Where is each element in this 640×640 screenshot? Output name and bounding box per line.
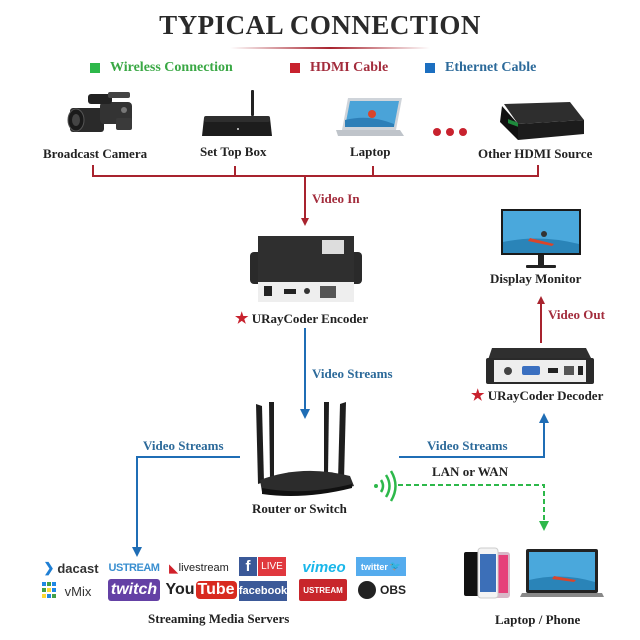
- decoder-icon: [486, 348, 594, 384]
- legend-swatch-ethernet: [425, 63, 435, 73]
- monitor-icon: [501, 209, 581, 268]
- router-label: Router or Switch: [252, 501, 347, 516]
- logo-twitch: twitch: [108, 579, 160, 601]
- label-lan-or-wan: LAN or WAN: [432, 464, 509, 479]
- logo-ustream: USTREAM: [108, 562, 160, 574]
- vmix-grid-icon: [42, 582, 56, 598]
- legend-label-wireless: Wireless Connection: [110, 60, 233, 75]
- legend-label-ethernet: Ethernet Cable: [445, 60, 537, 75]
- clients-label: Laptop / Phone: [495, 612, 581, 627]
- video-camera-icon: [67, 92, 132, 132]
- router-to-servers-arrow: [132, 456, 240, 557]
- logo-facebook: facebook: [239, 581, 287, 601]
- router-icon: [256, 402, 354, 496]
- display-monitor-label: Display Monitor: [490, 271, 582, 286]
- legend-label-hdmi: HDMI Cable: [310, 60, 389, 75]
- logo-vimeo: vimeo: [302, 558, 346, 576]
- more-dots-icon: [433, 128, 467, 136]
- set-top-box: [200, 88, 275, 140]
- legend-wireless: Wireless Connection: [90, 60, 233, 76]
- twitter-bird-icon: 🐦: [389, 561, 402, 571]
- logo-vmix: vMix: [64, 583, 92, 599]
- source-label-laptop: Laptop: [350, 144, 391, 159]
- broadcast-camera: [62, 88, 142, 140]
- legend-hdmi: HDMI Cable: [290, 60, 388, 76]
- label-video-in: Video In: [312, 191, 360, 206]
- decoder-label-wrap: ★ URayCoder Decoder: [471, 386, 603, 405]
- title-underline: [230, 47, 430, 49]
- hdmi-source-bracket: [92, 165, 539, 177]
- encoder-label: URayCoder Encoder: [251, 311, 369, 326]
- youtube-you: You: [165, 581, 195, 598]
- obs-logo-icon: [357, 581, 376, 599]
- label-video-out: Video Out: [548, 307, 605, 322]
- source-label-set-top-box: Set Top Box: [200, 144, 267, 159]
- source-label-camera: Broadcast Camera: [43, 146, 148, 161]
- logo-dacast: ❯dacast: [43, 560, 99, 576]
- hdmi-source-box-icon: [500, 102, 584, 140]
- star-icon: ★: [471, 388, 485, 404]
- encoder-label-wrap: ★ URayCoder Encoder: [235, 309, 368, 328]
- router-device: [252, 400, 358, 498]
- label-video-streams-down: Video Streams: [312, 366, 393, 381]
- logo-obs: OBS: [357, 580, 407, 600]
- decoder-device: [486, 346, 594, 386]
- livestream-flag-icon: ◣: [169, 562, 178, 575]
- wireless-to-clients-arrow: [398, 484, 549, 531]
- logo-facebook-f: f: [239, 557, 257, 576]
- logo-livestream: ◣livestream: [169, 562, 229, 575]
- client-devices: [464, 546, 608, 602]
- legend-ethernet: Ethernet Cable: [425, 60, 536, 76]
- dacast-chevron-icon: ❯: [43, 560, 55, 575]
- logo-ustream-red: USTREAM: [299, 579, 347, 601]
- set-top-box-icon: [202, 90, 272, 136]
- diagram-title: TYPICAL CONNECTION: [159, 10, 481, 40]
- label-video-streams-right: Video Streams: [427, 438, 508, 453]
- streaming-servers-label: Streaming Media Servers: [148, 611, 290, 626]
- laptop-source: [334, 96, 406, 140]
- legend-swatch-wireless: [90, 63, 100, 73]
- other-hdmi-source: [494, 100, 586, 142]
- source-label-other-hdmi: Other HDMI Source: [478, 146, 593, 161]
- display-monitor: [500, 208, 582, 270]
- wireless-signal: [372, 470, 400, 502]
- decoder-label: URayCoder Decoder: [487, 388, 604, 403]
- encoder-icon: [250, 236, 362, 302]
- logo-twitter: twitter🐦: [356, 557, 406, 576]
- youtube-tube: Tube: [195, 581, 237, 599]
- encoder-device: [250, 234, 362, 304]
- wifi-signal-icon: [374, 470, 397, 502]
- logo-facebook-live: LIVE: [258, 557, 286, 576]
- laptop-icon: [336, 98, 404, 136]
- laptop-phone-icon: [464, 547, 604, 599]
- star-icon: ★: [235, 311, 249, 327]
- more-sources-indicator: [432, 122, 468, 136]
- label-video-streams-left: Video Streams: [143, 438, 224, 453]
- legend-swatch-hdmi: [290, 63, 300, 73]
